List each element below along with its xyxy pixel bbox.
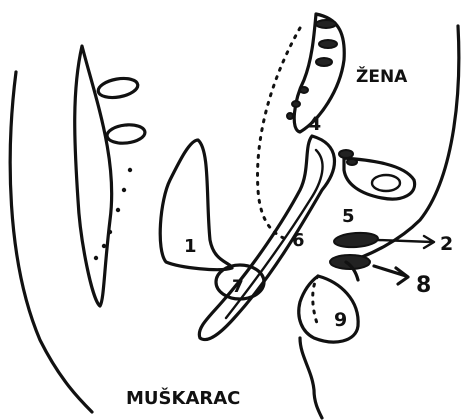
- label-8: 8: [416, 273, 431, 298]
- dashed-line-upper: [258, 28, 300, 240]
- male-vertebra-2: [106, 123, 146, 145]
- label-5: 5: [342, 206, 355, 227]
- perineum-curve: [300, 338, 322, 418]
- female-back-outline: [346, 26, 459, 262]
- structure-9: [299, 276, 358, 342]
- male-spine-dots: [94, 168, 132, 260]
- ovary: [372, 175, 400, 191]
- structure-2-hatched: [334, 231, 379, 248]
- label-6: 6: [292, 230, 305, 251]
- label-female: ŽENA: [356, 65, 408, 87]
- male-vertebra-1: [97, 76, 140, 101]
- label-7: 7: [232, 277, 244, 297]
- male-sacrum: [75, 46, 112, 306]
- female-spine-marks: [287, 20, 337, 119]
- male-back-outline: [10, 72, 92, 412]
- label-male: MUŠKARAC: [126, 387, 240, 409]
- dashed-line-lower: [313, 276, 318, 326]
- label-9: 9: [334, 309, 347, 331]
- label-1: 1: [184, 236, 197, 257]
- label-4: 4: [308, 113, 321, 135]
- label-2: 2: [440, 233, 453, 255]
- structure-6-long: [199, 136, 334, 340]
- arrow-to-8: [374, 266, 408, 284]
